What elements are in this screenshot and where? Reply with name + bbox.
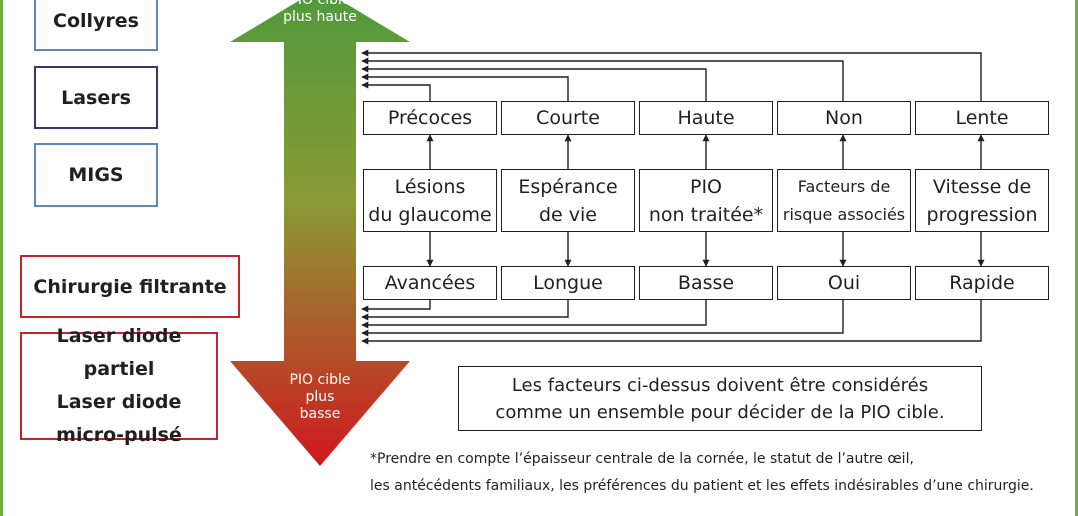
col1-top-box: Précoces [363, 101, 497, 135]
arrow-bottom-line1: PIO cible [289, 372, 351, 388]
col5-bottom-label: Rapide [949, 272, 1015, 294]
col2-factor-line2: de vie [538, 203, 597, 226]
note-line2: comme un ensemble pour décider de la PIO… [495, 401, 945, 423]
col1-top-label: Précoces [387, 107, 473, 129]
upper-connectors [361, 49, 982, 101]
arrow-top-line2: plus haute [283, 9, 357, 25]
col3-factor-line2: non traitée* [648, 203, 764, 226]
col2-top-box: Courte [501, 101, 635, 135]
note-line1: Les facteurs ci-dessus doivent être cons… [511, 374, 929, 396]
treatment-laser-diode: Laser diode partiel Laser diode micro-pu… [20, 325, 218, 446]
col1-factor-line2: du glaucome [368, 203, 492, 226]
treatment-laser-partiel-label: Laser diode partiel [56, 325, 182, 380]
col3-top-box: Haute [639, 101, 773, 135]
col2-factor-line1: Espérance [518, 175, 618, 198]
treatment-chirurgie-label: Chirurgie filtrante [33, 275, 227, 298]
consideration-note-box: Les facteurs ci-dessus doivent être cons… [458, 366, 982, 431]
col5-factor-box: Vitesse de progression [915, 169, 1049, 232]
arrow-top-line1: PIO cible [289, 0, 351, 8]
col2-bottom-box: Longue [501, 266, 635, 300]
col4-top-box: Non [777, 101, 911, 135]
treatment-laser-micro-label-1: Laser diode [56, 391, 182, 413]
lower-connectors [361, 300, 982, 345]
col3-top-label: Haute [677, 107, 735, 129]
col3-factor-line1: PIO [689, 175, 723, 198]
treatment-collyres-label: Collyres [53, 9, 139, 32]
col4-factor-line1: Facteurs de [797, 176, 891, 196]
col1-bottom-box: Avancées [363, 266, 497, 300]
col4-factor-line2: risque associés [782, 204, 906, 224]
col4-bottom-label: Oui [827, 272, 861, 294]
col4-top-label: Non [825, 107, 863, 129]
col5-top-label: Lente [955, 107, 1009, 129]
footnote-line2: les antécédents familiaux, les préférenc… [370, 478, 1034, 494]
factor-arrows [426, 134, 985, 267]
col2-top-label: Courte [536, 107, 600, 129]
col5-factor-line2: progression [926, 203, 1038, 226]
col5-bottom-box: Rapide [915, 266, 1049, 300]
treatment-lasers-label: Lasers [61, 86, 131, 109]
col1-factor-line1: Lésions [394, 175, 466, 198]
arrow-top-label: PIO cible plus haute [265, 0, 375, 26]
treatment-chirurgie-filtrante: Chirurgie filtrante [20, 255, 240, 318]
col1-factor-box: Lésions du glaucome [363, 169, 497, 232]
treatment-collyres: Collyres [34, 0, 158, 51]
col1-bottom-label: Avancées [384, 272, 476, 294]
col5-factor-line1: Vitesse de [932, 175, 1032, 198]
col3-factor-box: PIO non traitée* [639, 169, 773, 232]
treatment-laser-micro-label-2: micro-pulsé [56, 424, 182, 446]
col4-factor-box: Facteurs de risque associés [777, 169, 911, 232]
col2-factor-box: Espérance de vie [501, 169, 635, 232]
footnote: *Prendre en compte l’épaisseur centrale … [370, 446, 1034, 500]
treatment-migs-label: MIGS [68, 164, 124, 186]
arrow-bottom-line2: plus [305, 389, 335, 405]
footnote-line1: *Prendre en compte l’épaisseur centrale … [370, 451, 914, 467]
treatment-lasers: Lasers [34, 66, 158, 129]
col2-bottom-label: Longue [533, 272, 603, 294]
arrow-bottom-line3: basse [299, 406, 341, 422]
col4-bottom-box: Oui [777, 266, 911, 300]
col5-top-box: Lente [915, 101, 1049, 135]
pio-double-arrow [230, 0, 410, 466]
arrow-bottom-label: PIO cible plus basse [265, 372, 375, 423]
treatment-migs: MIGS [34, 143, 158, 207]
col3-bottom-label: Basse [677, 272, 735, 294]
col3-bottom-box: Basse [639, 266, 773, 300]
